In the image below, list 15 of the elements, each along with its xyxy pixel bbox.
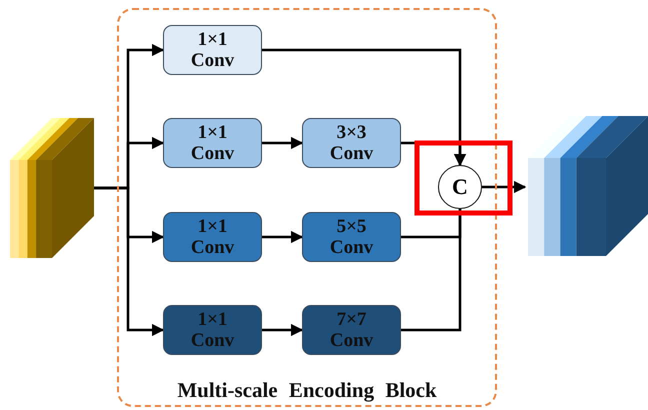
arrow bbox=[92, 186, 164, 336]
arrow bbox=[262, 324, 304, 336]
arrow bbox=[262, 136, 304, 150]
conv-box: 5×5 Conv bbox=[302, 212, 401, 262]
conv-box: 1×1 Conv bbox=[163, 305, 262, 355]
conv-box: 1×1 Conv bbox=[163, 118, 262, 168]
arrow bbox=[262, 230, 304, 244]
concat-circle: C bbox=[438, 165, 482, 209]
conv-box: 1×1 Conv bbox=[163, 25, 262, 75]
module-frame bbox=[117, 8, 497, 407]
conv-box: 3×3 Conv bbox=[302, 118, 401, 168]
conv-box: 1×1 Conv bbox=[163, 212, 262, 262]
block-title: Multi-scale Encoding Block bbox=[176, 378, 438, 403]
arrow bbox=[482, 180, 526, 194]
conv-box: 7×7 Conv bbox=[302, 305, 401, 355]
